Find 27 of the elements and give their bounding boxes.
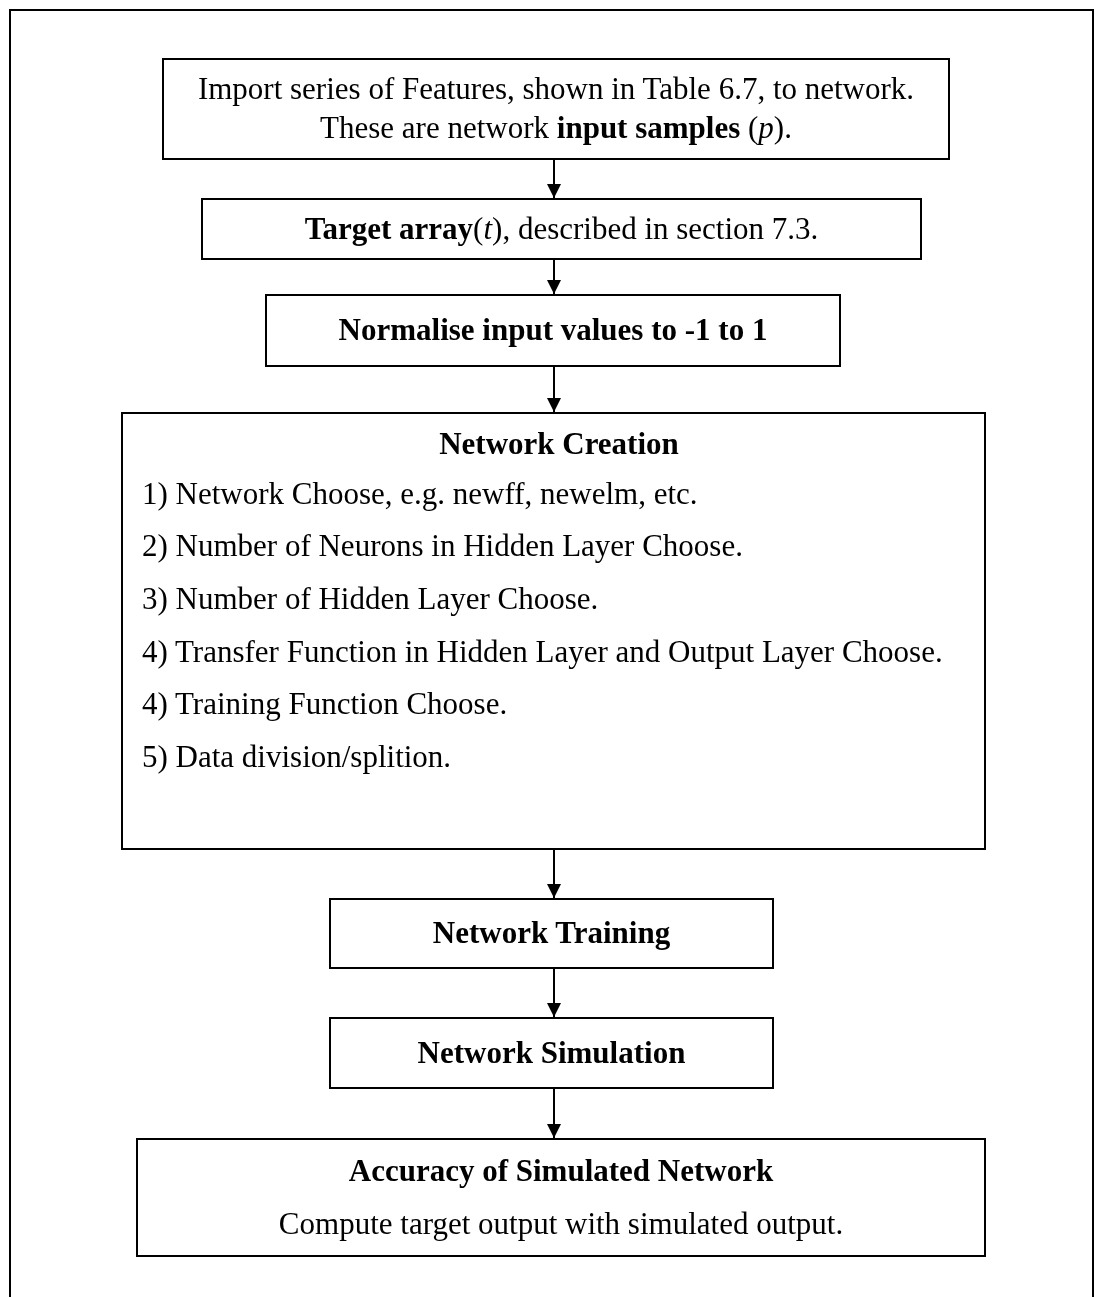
- box-heading: Network Creation: [438, 426, 680, 462]
- list-item: 1) Network Choose, e.g. newff, newelm, etc.: [142, 475, 699, 512]
- process-box: [136, 1138, 986, 1257]
- list-item: 4) Training Function Choose.: [142, 686, 509, 722]
- arrow: [547, 259, 561, 295]
- process-box: [329, 898, 774, 969]
- list-item: 4) Transfer Function in Hidden Layer and Output Layer Choose.: [142, 633, 944, 670]
- process-box: [329, 1017, 774, 1089]
- box-text: Compute target output with simulated output.: [278, 1204, 844, 1243]
- process-box: [121, 412, 986, 850]
- box-text: Network Simulation: [417, 1033, 686, 1072]
- list-item: 3) Number of Hidden Layer Choose.: [142, 580, 600, 617]
- list-item: 2) Number of Neurons in Hidden Layer Choose.: [142, 528, 744, 564]
- box-text: Import series of Features, shown in Table 6.7, to network. These are network input samples (p).: [196, 70, 916, 147]
- box-text: Target array(t), described in section 7.3.: [304, 209, 819, 248]
- process-box: [201, 198, 922, 260]
- arrow: [547, 159, 561, 199]
- box-text: Network Training: [432, 914, 671, 953]
- arrow: [547, 968, 561, 1018]
- list-item: 5) Data division/splition.: [142, 738, 453, 775]
- box-text: Normalise input values to -1 to 1: [338, 311, 768, 350]
- arrow: [547, 366, 561, 413]
- process-box: [265, 294, 841, 367]
- arrow: [547, 1088, 561, 1139]
- arrow: [547, 849, 561, 899]
- box-heading: Accuracy of Simulated Network: [348, 1151, 774, 1190]
- process-box: [162, 58, 950, 160]
